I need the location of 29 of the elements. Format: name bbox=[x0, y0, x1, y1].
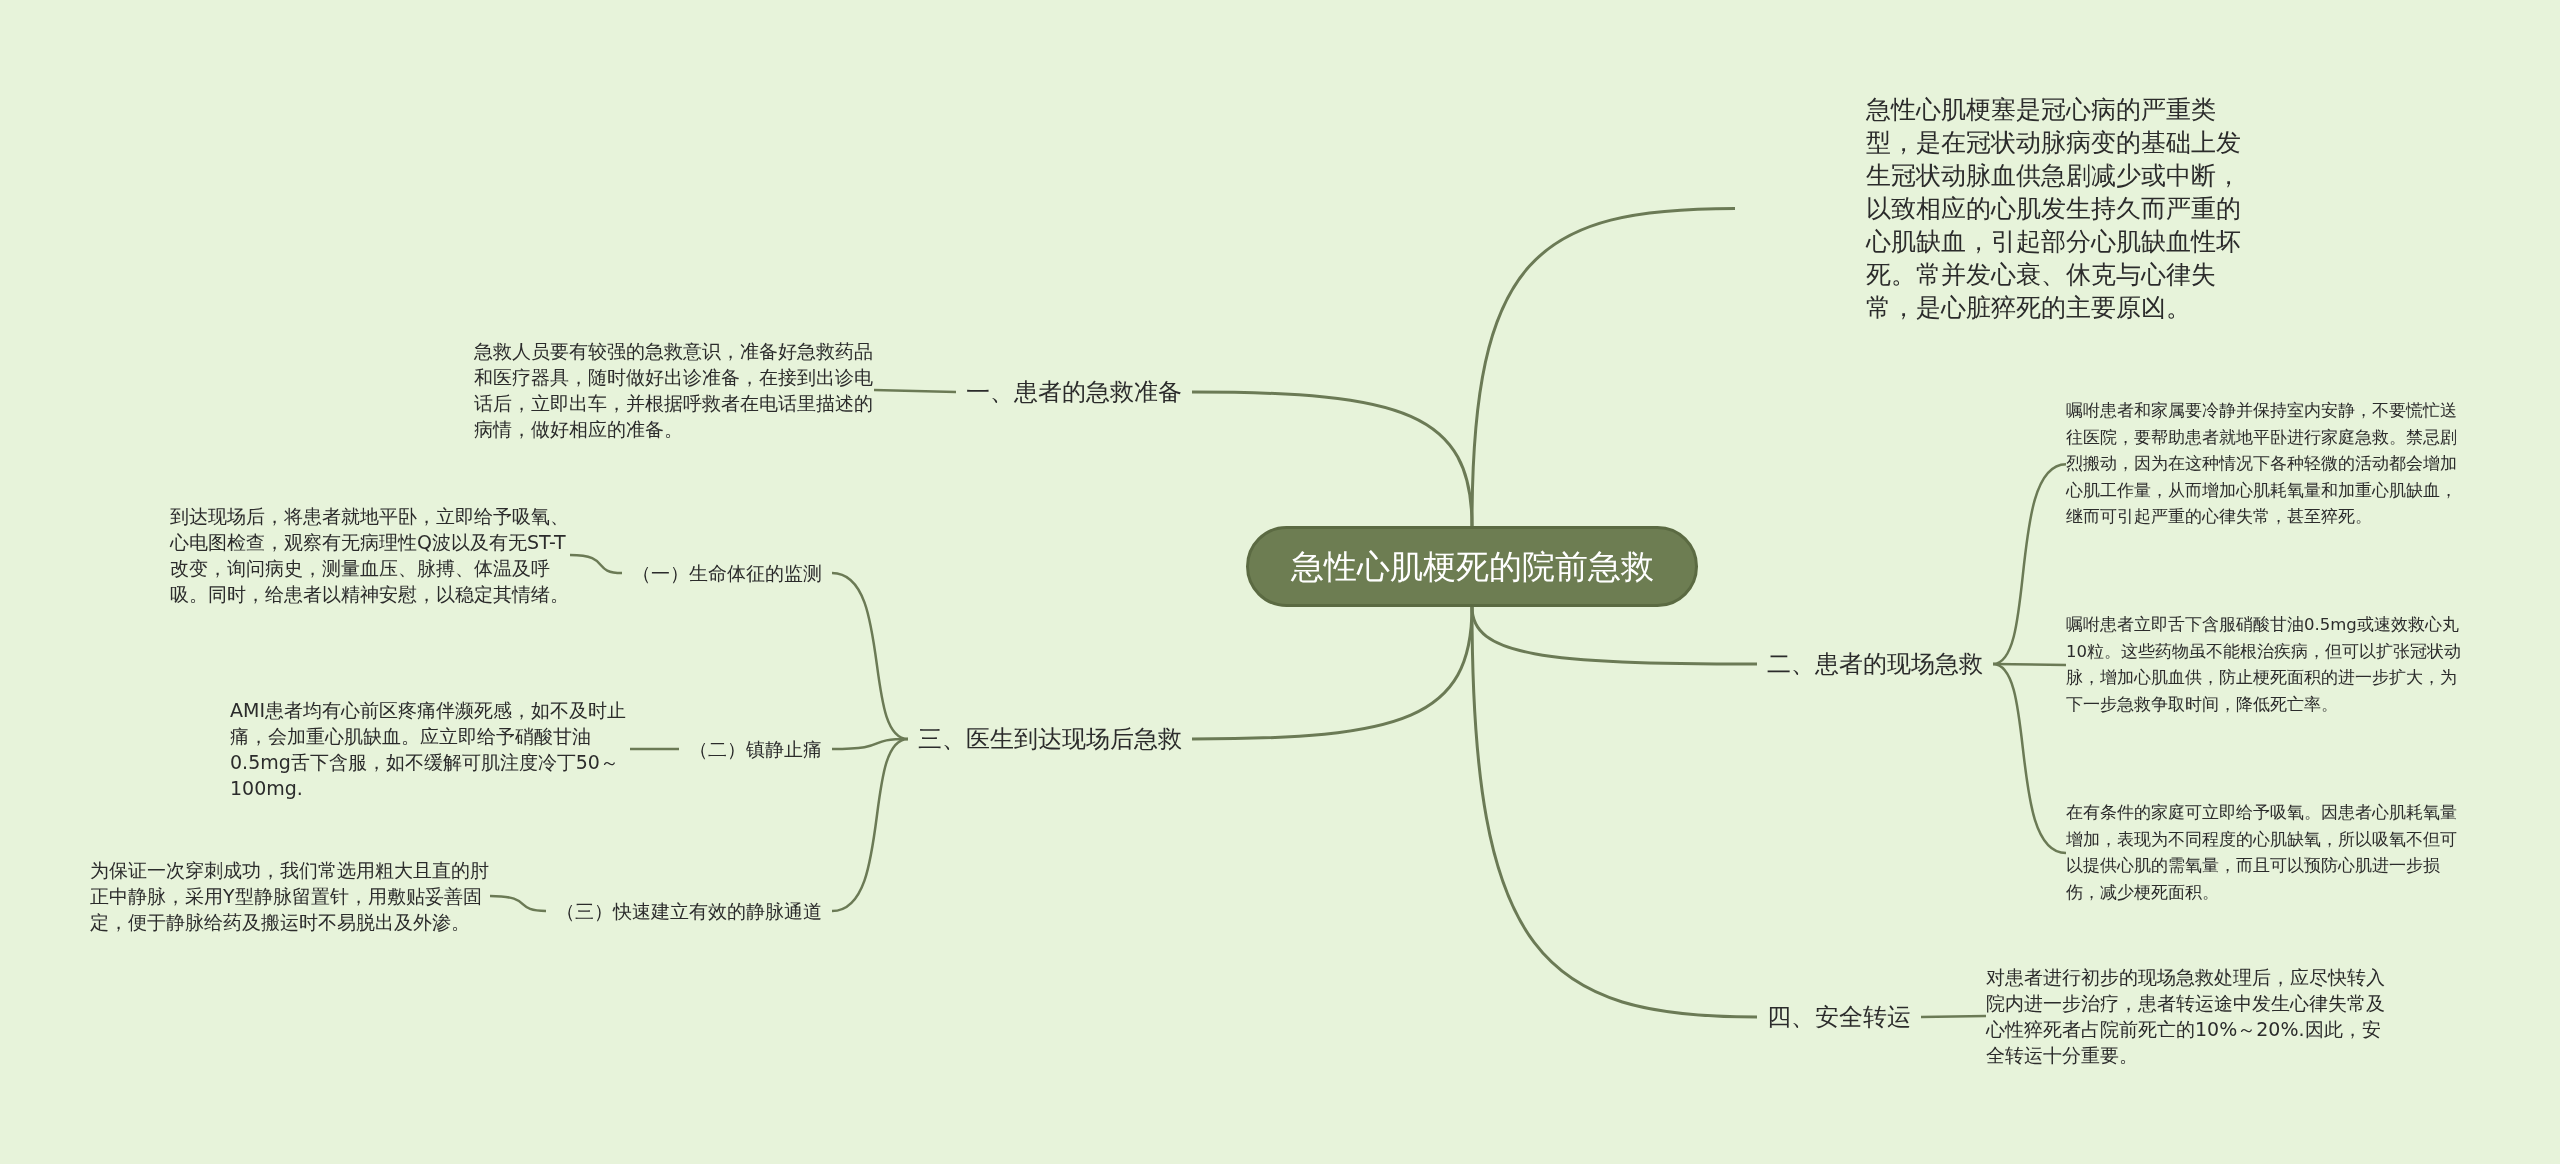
note-text: 嘱咐患者立即舌下含服硝酸甘油0.5mg或速效救心丸10粒。这些药物虽不能根治疾病，但可以扩张冠状动脉，增加心肌血供，防止梗死面积的进一步扩大，为下一步急救争取时间，降低死亡率。 bbox=[2066, 612, 2472, 718]
note-text: 在有条件的家庭可立即给予吸氧。因患者心肌耗氧量增加，表现为不同程度的心肌缺氧，所以吸氧不但可以提供心肌的需氧量，而且可以预防心肌进一步损伤，减少梗死面积。 bbox=[2066, 800, 2472, 906]
branch-topic: 二、患者的现场急救 bbox=[1757, 644, 1993, 684]
connector-line bbox=[1470, 606, 1758, 1019]
connector-line bbox=[1192, 606, 1474, 741]
connector-line bbox=[569, 553, 623, 575]
branch-topic: 一、患者的急救准备 bbox=[956, 372, 1192, 412]
connector-line bbox=[831, 571, 909, 741]
note-text: 对患者进行初步的现场急救处理后，应尽快转入院内进一步治疗，患者转运途中发生心律失常及心性猝死者占院前死亡的10%～20%.因此，安全转运十分重要。 bbox=[1986, 964, 2396, 1068]
note-text: 嘱咐患者和家属要冷静并保持室内安静，不要慌忙送往医院，要帮助患者就地平卧进行家庭急救。禁忌剧烈搬动，因为在这种情况下各种轻微的活动都会增加心肌工作量，从而增加心肌耗氧量和加重心肌缺血，继而可引起严重的心律失常，甚至猝死。 bbox=[2066, 398, 2472, 531]
note-text: 为保证一次穿刺成功，我们常选用粗大且直的肘正中静脉，采用Y型静脉留置针，用敷贴妥善固定，便于静脉给药及搬运时不易脱出及外渗。 bbox=[90, 857, 490, 935]
connector-line bbox=[831, 737, 909, 913]
connector-line bbox=[873, 388, 957, 394]
connector-line bbox=[1992, 463, 2067, 666]
subtopic: （二）镇静止痛 bbox=[679, 732, 832, 766]
subtopic: （一）生命体征的监测 bbox=[622, 556, 832, 590]
subtopic: （三）快速建立有效的静脉通道 bbox=[546, 894, 832, 928]
connector-line bbox=[1920, 1014, 1987, 1019]
connector-line bbox=[489, 894, 547, 913]
note-text: AMI患者均有心前区疼痛伴濒死感，如不及时止痛，会加重心肌缺血。应立即给予硝酸甘油0.5mg舌下含服，如不缓解可肌注度冷丁50～100mg. bbox=[230, 697, 630, 801]
central-topic: 急性心肌梗死的院前急救 bbox=[1246, 526, 1698, 607]
connector-line bbox=[1192, 390, 1474, 527]
note-text: 急性心肌梗塞是冠心病的严重类型，是在冠状动脉病变的基础上发生冠状动脉血供急剧减少或中断，以致相应的心肌发生持久而严重的心肌缺血，引起部分心肌缺血性坏死。常并发心衰、休克与心律失常，是心脏猝死的主要原凶。 bbox=[1735, 93, 2255, 324]
branch-topic: 四、安全转运 bbox=[1757, 997, 1921, 1037]
branch-topic: 三、医生到达现场后急救 bbox=[908, 719, 1192, 759]
connector-line bbox=[1992, 662, 2067, 855]
note-text: 到达现场后，将患者就地平卧，立即给予吸氧、心电图检查，观察有无病理性Q波以及有无ST-T改变，询问病史，测量血压、脉搏、体温及呼吸。同时，给患者以精神安慰，以稳定其情绪。 bbox=[170, 503, 570, 607]
note-text: 急救人员要有较强的急救意识，准备好急救药品和医疗器具，随时做好出诊准备，在接到出诊电话后，立即出车，并根据呼救者在电话里描述的病情，做好相应的准备。 bbox=[474, 338, 874, 442]
connector-line bbox=[630, 747, 679, 751]
